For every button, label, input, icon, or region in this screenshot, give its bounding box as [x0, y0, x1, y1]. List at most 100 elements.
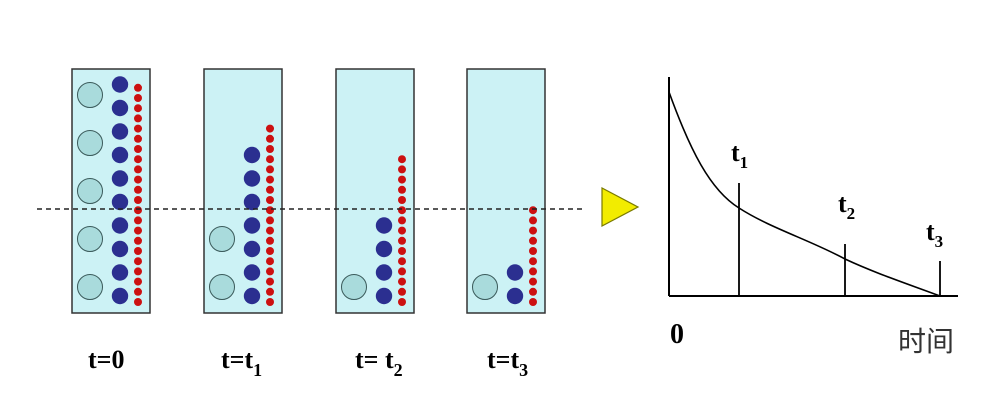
panel-label-0: t=0 — [88, 345, 124, 374]
small-particle — [266, 236, 274, 245]
panels-group — [71, 68, 546, 314]
small-particle — [134, 226, 142, 235]
medium-particle — [375, 264, 393, 281]
small-particle — [529, 267, 537, 276]
large-particle — [77, 274, 103, 300]
small-particle — [134, 175, 142, 184]
decay-graph — [668, 77, 958, 297]
small-particle — [266, 155, 274, 164]
small-particle — [266, 298, 274, 306]
medium-particle — [243, 146, 261, 164]
medium-particle — [111, 76, 129, 93]
small-particle — [134, 134, 142, 143]
small-particle — [266, 226, 274, 235]
medium-particle — [243, 264, 261, 281]
small-particle — [134, 287, 142, 296]
medium-particle — [243, 193, 261, 211]
small-particle — [134, 216, 142, 225]
t1-label: t1 — [731, 138, 748, 172]
t2-label: t2 — [838, 189, 855, 223]
small-particle — [398, 298, 406, 306]
small-particle — [529, 277, 537, 286]
large-particle — [209, 274, 235, 300]
small-particle — [266, 196, 274, 204]
small-particle — [398, 277, 406, 286]
medium-particle — [506, 287, 524, 305]
large-particle — [77, 226, 103, 252]
medium-particle — [375, 287, 393, 305]
small-particle — [529, 226, 537, 235]
medium-particle — [111, 170, 129, 187]
small-particle — [266, 134, 274, 143]
small-particle — [134, 206, 142, 215]
small-particle — [134, 196, 142, 204]
panel-label-2: t= t2 — [355, 345, 403, 380]
medium-particle — [111, 99, 129, 117]
small-particle — [266, 287, 274, 296]
large-particle — [209, 226, 235, 252]
small-particle — [266, 257, 274, 266]
small-particle — [398, 267, 406, 276]
small-particle — [529, 247, 537, 255]
small-particle — [398, 257, 406, 266]
small-particle — [529, 257, 537, 266]
small-particle — [134, 185, 142, 194]
small-particle — [398, 196, 406, 204]
medium-particle — [243, 217, 261, 234]
small-particle — [134, 145, 142, 153]
origin-label: 0 — [670, 319, 684, 350]
small-particle — [266, 145, 274, 153]
medium-particle — [243, 240, 261, 258]
small-particle — [134, 104, 142, 113]
large-particle — [77, 130, 103, 156]
panel-labels: t=0 t=t1 t= t2 t=t3 — [88, 345, 528, 380]
medium-particle — [375, 240, 393, 258]
small-particle — [529, 236, 537, 245]
small-particle — [134, 94, 142, 102]
small-particle — [134, 155, 142, 164]
small-particle — [134, 83, 142, 92]
small-particle — [529, 298, 537, 306]
small-particle — [134, 124, 142, 133]
small-particle — [266, 267, 274, 276]
small-particle — [266, 124, 274, 133]
medium-particle — [111, 146, 129, 164]
medium-particle — [111, 217, 129, 234]
medium-particle — [111, 287, 129, 305]
small-particle — [134, 277, 142, 286]
panel-label-3: t=t3 — [487, 345, 528, 380]
small-particle — [398, 216, 406, 225]
small-particle — [266, 247, 274, 255]
arrow-right-icon — [601, 187, 640, 227]
small-particle — [266, 206, 274, 215]
medium-particle — [375, 217, 393, 234]
small-particle — [398, 175, 406, 184]
small-particle — [266, 185, 274, 194]
small-particle — [134, 165, 142, 174]
medium-particle — [243, 287, 261, 305]
small-particle — [398, 287, 406, 296]
t3-label: t3 — [926, 217, 943, 251]
large-particle — [472, 274, 498, 300]
small-particle — [398, 247, 406, 255]
small-particle — [134, 114, 142, 123]
small-particle — [529, 216, 537, 225]
small-particle — [529, 206, 537, 215]
small-particle — [398, 165, 406, 174]
small-particle — [529, 287, 537, 296]
decay-curve — [668, 91, 941, 297]
small-particle — [398, 226, 406, 235]
medium-particle — [243, 170, 261, 187]
small-particle — [398, 206, 406, 215]
small-particle — [266, 175, 274, 184]
medium-particle — [506, 264, 524, 281]
medium-particle — [111, 240, 129, 258]
small-particle — [398, 185, 406, 194]
large-particle — [77, 178, 103, 204]
small-particle — [134, 247, 142, 255]
small-particle — [398, 155, 406, 164]
panel-label-1: t=t1 — [221, 345, 262, 380]
small-particle — [266, 165, 274, 174]
